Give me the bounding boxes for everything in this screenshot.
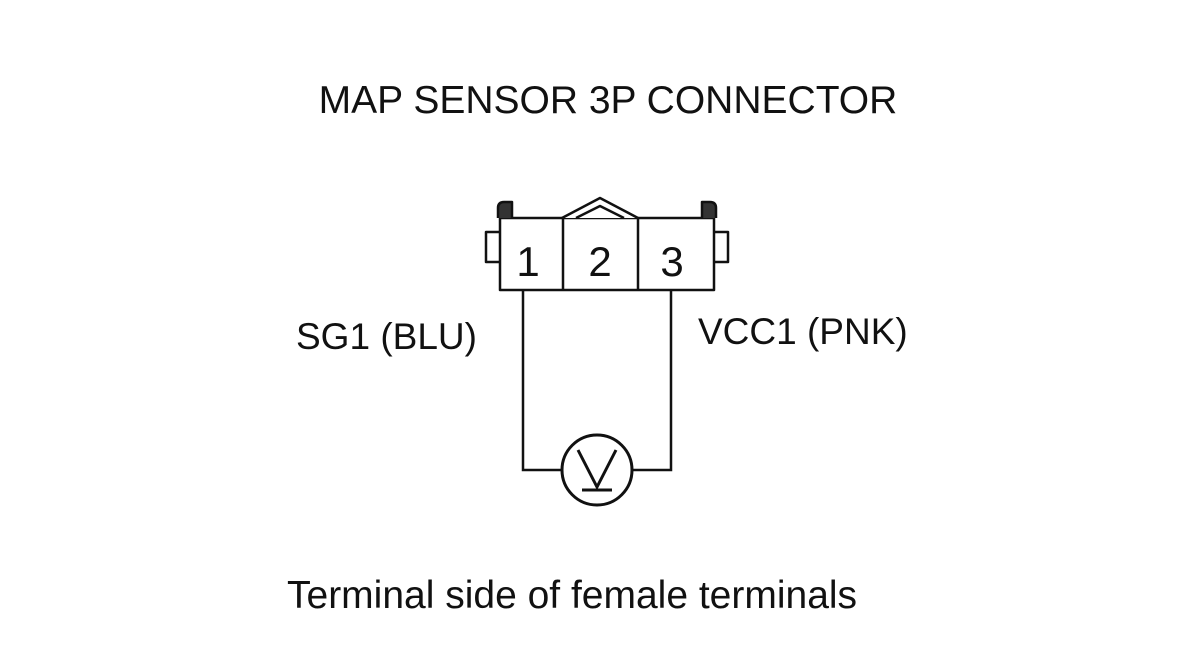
connector-body <box>484 196 730 292</box>
test-leads <box>521 290 673 472</box>
terminal-3-wire-label: VCC1 (PNK) <box>698 311 908 352</box>
terminal-2-number: 2 <box>588 238 611 285</box>
voltmeter-icon <box>560 433 634 507</box>
diagram-title: MAP SENSOR 3P CONNECTOR <box>318 79 898 122</box>
terminal-3-number: 3 <box>660 238 683 285</box>
lead-wire-left <box>521 290 561 472</box>
terminal-numbers: 1 2 3 <box>516 238 683 285</box>
terminal-1-wire-label: SG1 (BLU) <box>296 316 477 357</box>
terminal-1-number: 1 <box>516 238 539 285</box>
diagram-caption: Terminal side of female terminals <box>287 574 858 617</box>
lead-wire-right <box>633 290 673 472</box>
